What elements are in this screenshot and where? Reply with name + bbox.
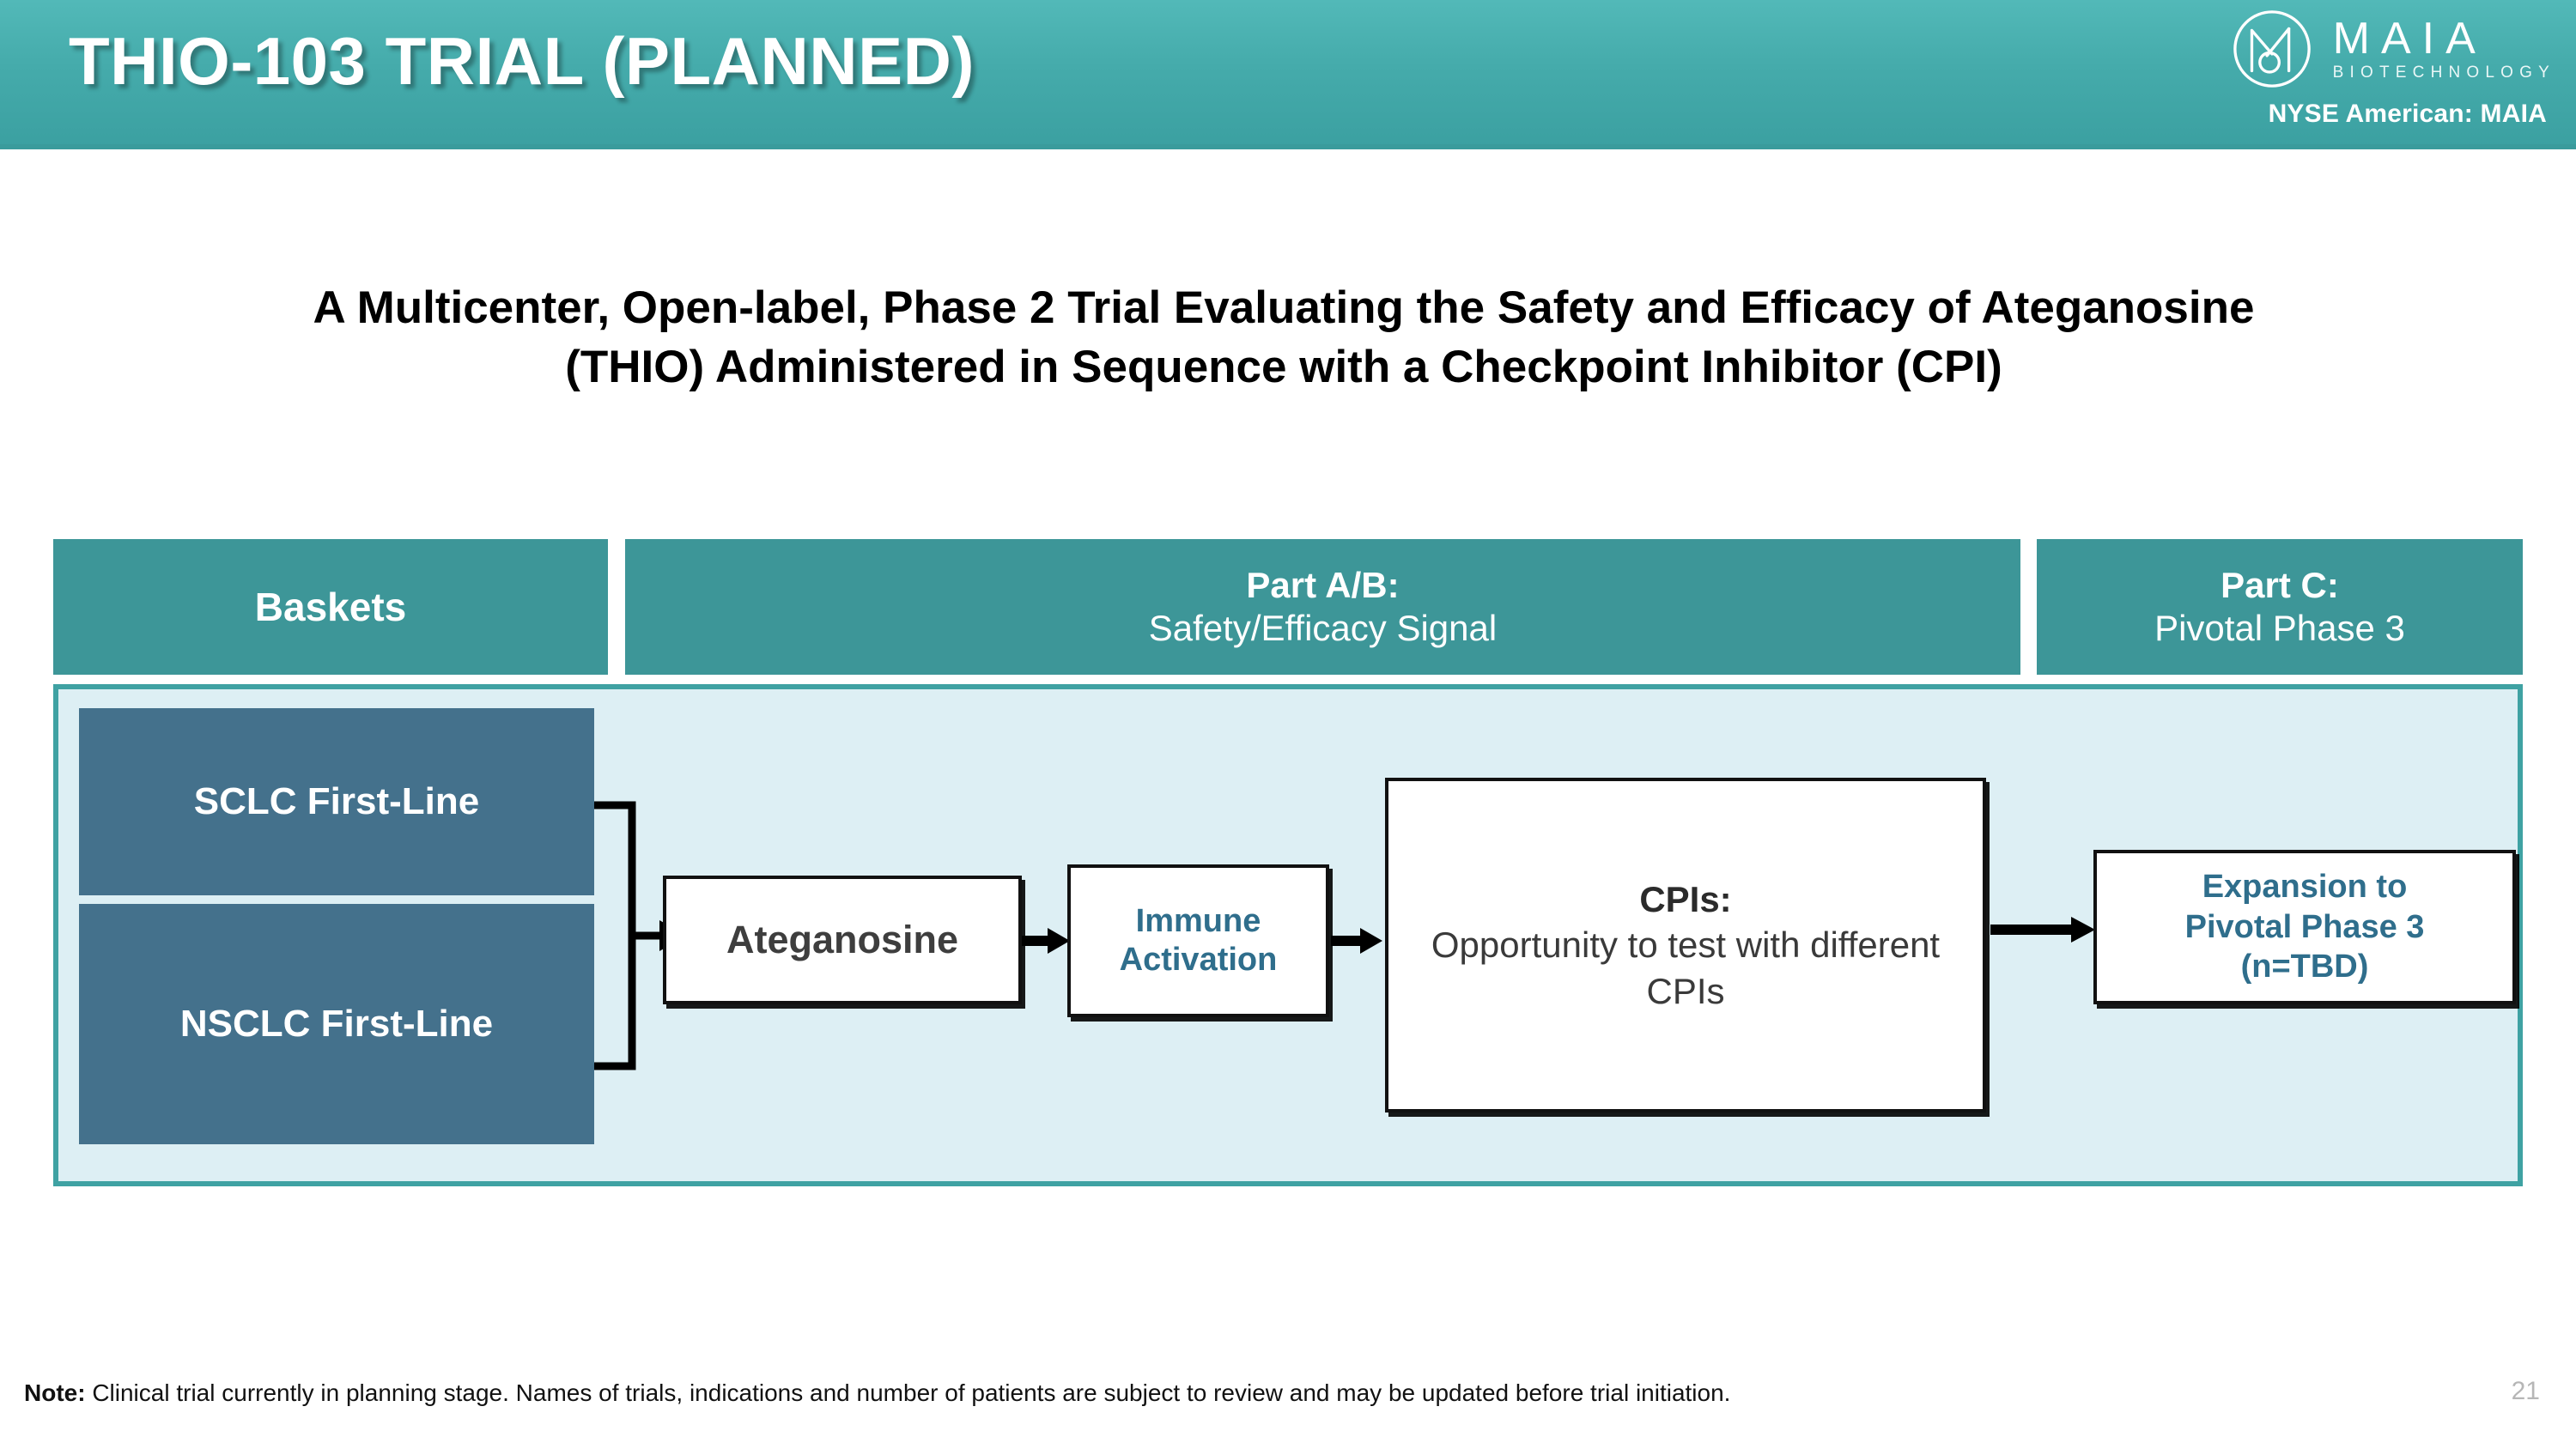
basket-label-nsclc: NSCLC First-Line (179, 1003, 494, 1045)
flow-box-cpis[interactable]: CPIs: Opportunity to test with different… (1385, 778, 1986, 1113)
part-ab-rest: Safety/Efficacy Signal (1148, 608, 1498, 648)
column-header-part-ab-text: Part A/B: Safety/Efficacy Signal (1149, 564, 1497, 649)
basket-box-sclc[interactable]: SCLC First-Line (79, 708, 594, 895)
flow-box-immune-activation[interactable]: Immune Activation (1067, 864, 1329, 1017)
arrow-right-icon-3 (1990, 917, 2095, 943)
brand-logo-block: MAIA BIOTECHNOLOGY NYSE American: MAIA (2230, 7, 2555, 129)
logo-brand-subtext: BIOTECHNOLOGY (2332, 64, 2555, 82)
logo-wordmark: MAIA BIOTECHNOLOGY (2333, 15, 2555, 83)
header-underline (0, 144, 2576, 149)
part-c-bold: Part C: (2221, 565, 2339, 606)
flow-label-expansion: Expansion to Pivotal Phase 3 (n=TBD) (2185, 867, 2425, 986)
cpis-title: CPIs: (1639, 879, 1732, 919)
column-header-part-ab: Part A/B: Safety/Efficacy Signal (625, 539, 2020, 675)
slide-header: THIO-103 TRIAL (PLANNED) MAIA BIOTECHNOL… (0, 0, 2576, 149)
flow-label-ateganosine: Ateganosine (726, 918, 959, 961)
footnote-label: Note: (24, 1379, 86, 1406)
basket-box-nsclc[interactable]: NSCLC First-Line (79, 904, 594, 1144)
expansion-line-3: (n=TBD) (2240, 949, 2369, 985)
arrow-right-icon-1 (1022, 928, 1070, 954)
part-ab-bold: Part A/B: (1246, 565, 1400, 606)
column-header-baskets: Baskets (53, 539, 608, 675)
page-number: 21 (2511, 1377, 2540, 1405)
footnote-text: Clinical trial currently in planning sta… (85, 1379, 1731, 1406)
flow-label-immune-activation: Immune Activation (1120, 902, 1278, 979)
part-c-rest: Pivotal Phase 3 (2154, 608, 2405, 648)
expansion-line-1: Expansion to (2202, 869, 2408, 906)
footnote: Note: Clinical trial currently in planni… (24, 1379, 1730, 1407)
basket-label-sclc: SCLC First-Line (193, 780, 480, 822)
ticker-label: NYSE American: MAIA (2268, 100, 2547, 128)
page-title: THIO-103 TRIAL (PLANNED) (69, 23, 975, 99)
immune-line-2: Activation (1119, 942, 1278, 978)
maia-monogram-icon (2230, 7, 2314, 91)
flow-box-expansion[interactable]: Expansion to Pivotal Phase 3 (n=TBD) (2093, 850, 2516, 1004)
logo-row: MAIA BIOTECHNOLOGY (2230, 7, 2555, 91)
column-header-part-c-text: Part C: Pivotal Phase 3 (2154, 564, 2405, 649)
immune-line-1: Immune (1135, 903, 1261, 940)
flow-box-ateganosine[interactable]: Ateganosine (663, 876, 1022, 1004)
expansion-line-2: Pivotal Phase 3 (2184, 908, 2425, 945)
column-header-baskets-label: Baskets (254, 584, 407, 629)
logo-brand-text: MAIA (2332, 13, 2487, 64)
flow-label-cpis: CPIs: Opportunity to test with different… (1402, 876, 1969, 1014)
slide-subtitle: A Multicenter, Open-label, Phase 2 Trial… (313, 282, 2255, 392)
column-header-part-c: Part C: Pivotal Phase 3 (2037, 539, 2523, 675)
cpis-body: Opportunity to test with different CPIs (1431, 925, 1941, 1011)
arrow-right-icon-2 (1331, 928, 1382, 954)
